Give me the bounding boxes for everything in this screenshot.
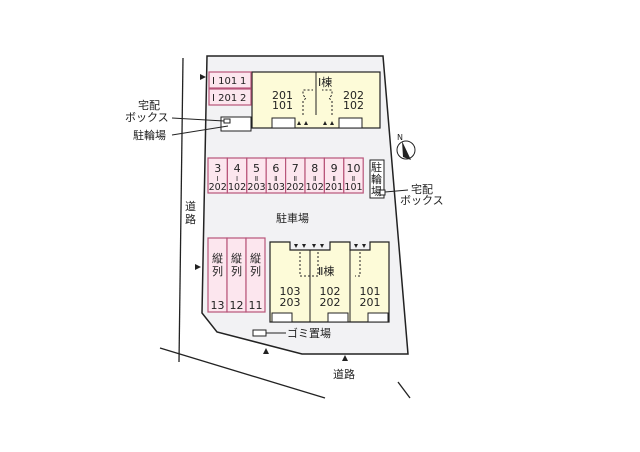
tandem-label: 縦 [212,252,223,265]
unit-label: 102 [320,285,341,298]
parking-label: 102 [228,182,246,193]
parking-label: 11 [249,299,263,312]
building-1-label: Ⅰ棟 [318,75,332,89]
stairs [299,252,361,277]
delivery-box-label: 宅配 [411,182,433,196]
road-bottom-edge-right [397,381,411,399]
garbage-area-label: ゴミ置場 [287,326,331,340]
parking-label: Ⅰ [236,175,238,183]
parking-space [208,71,252,89]
parking-label: 縦列 [250,252,261,278]
balcony [271,117,296,129]
unit-label: 201 [360,296,381,309]
tandem-label: 縦 [231,252,242,265]
delivery-box-left [223,118,231,124]
parking-label: 縦列 [212,252,223,278]
entrance-markers [294,244,366,248]
delivery-box-label: ボックス [125,111,169,124]
leader-line [171,117,225,122]
unit-label: 202 [343,89,364,102]
parking-label: Ⅱ [294,175,297,183]
parking-label: 2 [240,93,246,104]
parking-label: 8 [311,162,318,175]
parking-label: 13 [211,299,225,312]
parking-lot-label: 駐車場 [276,211,309,225]
bicycle-parking-label: 場 [371,185,382,198]
parking-space [245,237,266,313]
bicycle-parking-label: 駐 [371,160,382,174]
balcony [271,312,293,323]
tandem-label: 列 [231,264,242,278]
parking-space [208,88,252,106]
leader-line [384,189,409,193]
parking-label: 12 [230,299,244,312]
road-bottom-edge [159,347,326,399]
stairs [302,89,333,115]
parking-label: 5 [253,162,260,175]
parking-label: 4 [234,162,241,175]
tandem-label: 縦 [250,252,261,265]
tandem-label: 列 [250,264,261,278]
balcony [367,312,389,323]
parking-label: 1 [240,76,246,87]
parking-label: Ⅱ [332,175,335,183]
parking-label: 202 [209,182,227,193]
road-label: 道路 [333,367,355,381]
building-2 [269,241,390,323]
parking-label: 101 [344,182,362,193]
parking-label: 縦列 [231,252,242,278]
unit-label: 102 [343,99,364,112]
bicycle-parking-label: 駐輪場 [133,128,166,142]
parking-label: Ⅱ [274,175,277,183]
parking-label: Ⅰ [217,175,219,183]
bicycle-parking-right [369,159,385,199]
north-label: N [397,133,403,142]
road-label: 道 [185,199,196,213]
unit-label: 101 [360,285,381,298]
unit-label: 202 [320,296,341,309]
road-left-edge [178,57,184,363]
parking-space [343,157,364,194]
parking-label: 9 [331,162,338,175]
road-label: 路 [185,213,196,226]
entrance-arrow [342,355,348,361]
parking-label: Ⅰ 101 [212,76,237,87]
parking-label: Ⅱ [313,175,316,183]
parking-label: 203 [247,182,265,193]
tandem-label: 列 [212,264,223,278]
parking-label: 3 [214,162,221,175]
entrance-arrow [195,264,201,270]
parking-label: Ⅰ 201 [212,93,237,104]
balcony [338,117,363,129]
unit-label: 103 [280,285,301,298]
parking-label: 202 [286,182,304,193]
delivery-box-right [379,189,386,196]
parking-label: 10 [347,162,361,175]
unit-label: 203 [280,296,301,309]
delivery-box-label: ボックス [400,194,444,207]
building-2-label: Ⅱ棟 [318,264,334,278]
north-arrow-icon [402,141,411,160]
entrance-markers [297,121,334,125]
parking-label: Ⅱ [352,175,355,183]
parking-label: 103 [267,182,285,193]
unit-label: 201 [272,89,293,102]
entrance-arrow [200,74,206,80]
leader-line [171,125,229,136]
parking-label: 7 [292,162,299,175]
parking-label: 102 [306,182,324,193]
parking-label: Ⅱ [255,175,258,183]
delivery-box-label: 宅配 [138,98,160,112]
unit-label: 101 [272,99,293,112]
balcony [327,312,349,323]
entrance-arrow [263,348,269,354]
parking-label: 6 [272,162,279,175]
bicycle-parking-label: 輪 [371,172,382,186]
garbage-area [252,329,267,337]
parking-label: 201 [325,182,343,193]
